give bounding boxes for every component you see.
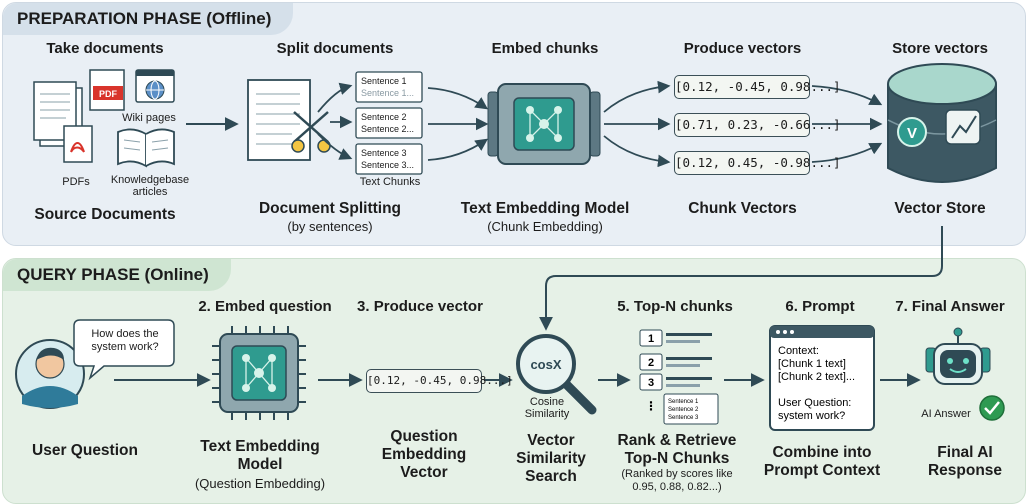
step-prompt: 6. Prompt — [785, 298, 855, 315]
chunk-3-line-a: Sentence 3 — [361, 148, 407, 158]
arrow-vec3-to-store — [811, 142, 883, 163]
caption-by-sentences: (by sentences) — [287, 219, 373, 234]
speech-bubble-text: How does the system work? — [91, 328, 159, 353]
step-embed-chunks: Embed chunks — [491, 40, 599, 57]
chunk-2-line-b: Sentence 2... — [361, 124, 414, 134]
chunk-vector-3: [0.12, 0.45, -0.98...] — [674, 151, 841, 175]
cosine-similarity-label: Cosine Similarity — [524, 396, 570, 420]
caption-ranked-by-scores: (Ranked by scores like 0.95, 0.88, 0.82.… — [621, 468, 733, 493]
speech-bubble — [73, 319, 175, 381]
prompt-window-icon — [769, 325, 875, 431]
user-avatar-icon — [15, 339, 85, 409]
text-chunks-label: Text Chunks — [359, 176, 421, 188]
caption-vector-similarity-search: Vector Similarity Search — [516, 432, 586, 485]
knowledgebase-label: Knowledgebase articles — [110, 174, 190, 198]
checkmark-icon — [979, 395, 1005, 421]
step-produce-vector: 3. Produce vector — [357, 298, 483, 315]
rank-number-2: 2 — [648, 357, 654, 369]
prompt-line-2: [Chunk 1 text] — [778, 358, 846, 370]
step-top-n-chunks: 5. Top-N chunks — [617, 298, 733, 315]
rank-doc-line-1: Sentence 1 — [668, 399, 699, 405]
pdfs-label: PDFs — [62, 176, 90, 188]
rank-ellipsis: ⋮ — [645, 399, 657, 413]
arrow-embed-to-vec1 — [603, 80, 671, 113]
book-icon — [117, 128, 175, 168]
caption-final-ai-response: Final AI Response — [927, 444, 1003, 479]
arrow-split-to-chunk-3 — [317, 133, 353, 160]
prompt-line-1: Context: — [778, 345, 819, 357]
query-phase-title: QUERY PHASE (Online) — [3, 259, 231, 291]
step-embed-question: 2. Embed question — [198, 298, 332, 315]
step-produce-vectors: Produce vectors — [683, 40, 802, 57]
pdf-label: PDF — [99, 89, 118, 99]
caption-user-question: User Question — [32, 442, 138, 459]
arrow-chunk1-to-embed — [427, 87, 489, 110]
caption-chunk-embedding: (Chunk Embedding) — [487, 219, 603, 234]
arrow-chunk3-to-embed — [427, 138, 489, 161]
embedding-chip-icon — [487, 83, 601, 165]
caption-source-documents: Source Documents — [34, 206, 176, 223]
prompt-line-3: [Chunk 2 text]... — [778, 371, 855, 383]
cosine-label: cosX — [530, 357, 561, 372]
chunk-card-3 — [355, 143, 423, 175]
arrow-vec1-to-store — [811, 85, 883, 106]
chunk-3-line-b: Sentence 3... — [361, 160, 414, 170]
chunk-vector-2: [0.71, 0.23, -0.66...] — [674, 113, 841, 137]
caption-text-embedding-model: Text Embedding Model — [460, 200, 630, 217]
arrow-split-to-chunk-1 — [317, 82, 353, 113]
rank-number-3: 3 — [648, 377, 654, 389]
vector-store-database-icon — [887, 63, 997, 183]
step-take-documents: Take documents — [46, 40, 164, 57]
caption-combine-prompt: Combine into Prompt Context — [763, 444, 881, 479]
magnifier-search-icon — [516, 334, 597, 415]
ai-robot-icon — [925, 327, 991, 385]
chunk-1-line-a: Sentence 1 — [361, 76, 407, 86]
caption-document-splitting: Document Splitting — [258, 200, 402, 217]
chunk-card-2 — [355, 107, 423, 139]
chunk-card-1 — [355, 71, 423, 103]
caption-question-embedding: (Question Embedding) — [194, 476, 326, 491]
rank-number-1: 1 — [648, 333, 654, 345]
rank-doc-line-2: Sentence 2 — [668, 407, 699, 413]
chunk-1-line-b: Sentence 1... — [361, 88, 414, 98]
caption-query-embedding-model: Text Embedding Model — [200, 438, 320, 473]
wiki-pages-label: Wiki pages — [122, 112, 176, 124]
arrow-embed-to-vec3 — [603, 135, 671, 168]
question-embedding-chip-icon — [212, 326, 306, 420]
ai-answer-label: AI Answer — [921, 408, 971, 420]
step-split-documents: Split documents — [276, 40, 394, 57]
caption-chunk-vectors: Chunk Vectors — [688, 200, 797, 217]
caption-rank-retrieve: Rank & Retrieve Top-N Chunks — [617, 432, 737, 467]
arrow-store-to-search — [539, 226, 943, 331]
chunk-vector-1: [0.12, -0.45, 0.98...] — [674, 75, 841, 99]
ranked-chunks-list — [639, 329, 719, 425]
step-store-vectors: Store vectors — [892, 40, 988, 57]
preparation-phase-title: PREPARATION PHASE (Offline) — [3, 3, 294, 35]
caption-vector-store: Vector Store — [894, 200, 986, 217]
wiki-globe-icon — [135, 69, 175, 103]
pdf-icon — [89, 69, 125, 111]
chunk-2-line-a: Sentence 2 — [361, 112, 407, 122]
prompt-line-5: User Question: — [778, 397, 851, 409]
rank-doc-line-3: Sentence 3 — [668, 415, 699, 421]
question-vector: [0.12, -0.45, 0.98...] — [366, 369, 513, 393]
vector-store-letter: V — [907, 125, 917, 142]
step-final-answer: 7. Final Answer — [895, 298, 1005, 315]
caption-question-embedding-vector: Question Embedding Vector — [381, 428, 467, 481]
pdf-file-icon — [63, 125, 93, 163]
prompt-line-6: system work? — [778, 410, 845, 422]
